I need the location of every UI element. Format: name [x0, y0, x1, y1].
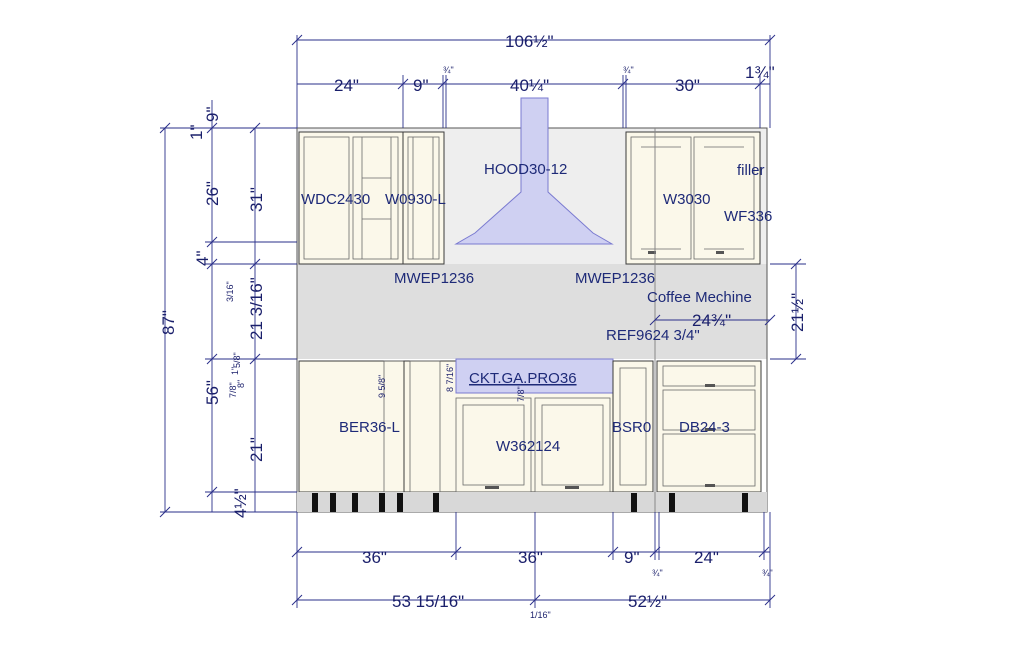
label-mwep-right: MWEP1236	[575, 270, 655, 287]
top-dim-three-quarter-right: ¾"	[623, 65, 634, 75]
range-hood	[454, 97, 614, 245]
bottom-dim-24: 24"	[694, 548, 719, 567]
overall-width-dim: 106½"	[505, 32, 554, 51]
label-coffee-machine: Coffee Mechine	[647, 289, 752, 306]
dim-1: 1"	[230, 367, 240, 375]
top-dim-three-quarter-left: ¾"	[443, 65, 454, 75]
label-w3030: W3030	[663, 191, 711, 208]
bottom-dimensions	[291, 512, 776, 608]
left-dim-56: 56"	[203, 380, 222, 405]
dim-8: 8"	[236, 380, 246, 388]
cabinet-leg	[669, 493, 675, 512]
right-dim-21-half: 21½"	[788, 293, 807, 332]
left-dim-26: 26"	[203, 181, 222, 206]
label-bsr: BSR0	[612, 419, 651, 436]
left-dim-1: 1"	[187, 125, 206, 141]
cabinet-leg	[330, 493, 336, 512]
bottom-total-left: 53 15/16"	[392, 592, 464, 611]
base-cabinet-bsr	[612, 360, 654, 493]
cabinet-leg	[397, 493, 403, 512]
bottom-dim-36-left: 36"	[362, 548, 387, 567]
top-dim-1-three-quarter: 1¾"	[745, 63, 775, 82]
bottom-total-right: 52½"	[628, 592, 667, 611]
base-cabinet-ber36	[298, 360, 405, 493]
top-dim-30: 30"	[675, 76, 700, 95]
top-dimensions	[291, 34, 776, 128]
label-ref: REF9624 3/4"	[606, 327, 700, 344]
cabinet-leg	[742, 493, 748, 512]
left-dim-9: 9"	[203, 107, 222, 123]
bottom-dim-three-quarter-right: ¾"	[762, 568, 773, 578]
bottom-dim-36-center: 36"	[518, 548, 543, 567]
left-dim-4-upper: 4"	[193, 251, 212, 267]
dim-7-8: 7/8"	[516, 386, 526, 402]
range-cooktop	[455, 358, 614, 394]
label-hood: HOOD30-12	[484, 161, 567, 178]
label-wdc2430: WDC2430	[301, 191, 370, 208]
toe-kick	[297, 492, 767, 512]
upper-cabinet-wdc2430	[298, 131, 404, 265]
dim-8-7-16: 8 7/16"	[445, 364, 455, 392]
cabinet-leg	[312, 493, 318, 512]
label-range: CKT.GA.PRO36	[469, 370, 577, 387]
top-dim-24: 24"	[334, 76, 359, 95]
label-w362124: W362124	[496, 438, 560, 455]
upper-cabinet-w0930	[402, 131, 445, 265]
label-db24-3: DB24-3	[679, 419, 730, 436]
bottom-dim-9: 9"	[624, 548, 640, 567]
left-dimensions	[159, 100, 297, 518]
cabinet-leg	[352, 493, 358, 512]
label-ber36: BER36-L	[339, 419, 400, 436]
right-dimensions	[649, 258, 806, 365]
label-mwep-left: MWEP1236	[394, 270, 474, 287]
top-dim-9: 9"	[413, 76, 429, 95]
left-dim-31: 31"	[247, 187, 266, 212]
backsplash-wall	[297, 264, 767, 359]
left-dim-21-3-16: 21 3/16"	[247, 277, 266, 340]
left-dim-4-half: 4½"	[231, 488, 250, 518]
dim-9-5-8: 9 5/8"	[377, 375, 387, 398]
dim-7-8-b: 7/8"	[228, 382, 238, 398]
dim-3-16: 3/16"	[225, 281, 235, 302]
label-wf336: WF336	[724, 208, 772, 225]
bottom-dim-three-quarter-left: ¾"	[652, 568, 663, 578]
cabinet-leg	[631, 493, 637, 512]
right-dim-24-three-quarter: 24¾"	[692, 311, 731, 330]
label-w0930: W0930-L	[385, 191, 446, 208]
label-filler: filler	[737, 162, 765, 179]
left-dim-87: 87"	[159, 310, 178, 335]
left-dim-21: 21"	[247, 437, 266, 462]
base-cabinet-db24-3	[656, 360, 762, 493]
top-dim-40: 40¼"	[510, 76, 549, 95]
cabinet-leg	[379, 493, 385, 512]
upper-cabinet-w3030	[625, 131, 761, 265]
bottom-total-gap: 1/16"	[530, 610, 551, 620]
cabinet-leg	[433, 493, 439, 512]
dim-5-8: 5/8"	[232, 352, 242, 368]
